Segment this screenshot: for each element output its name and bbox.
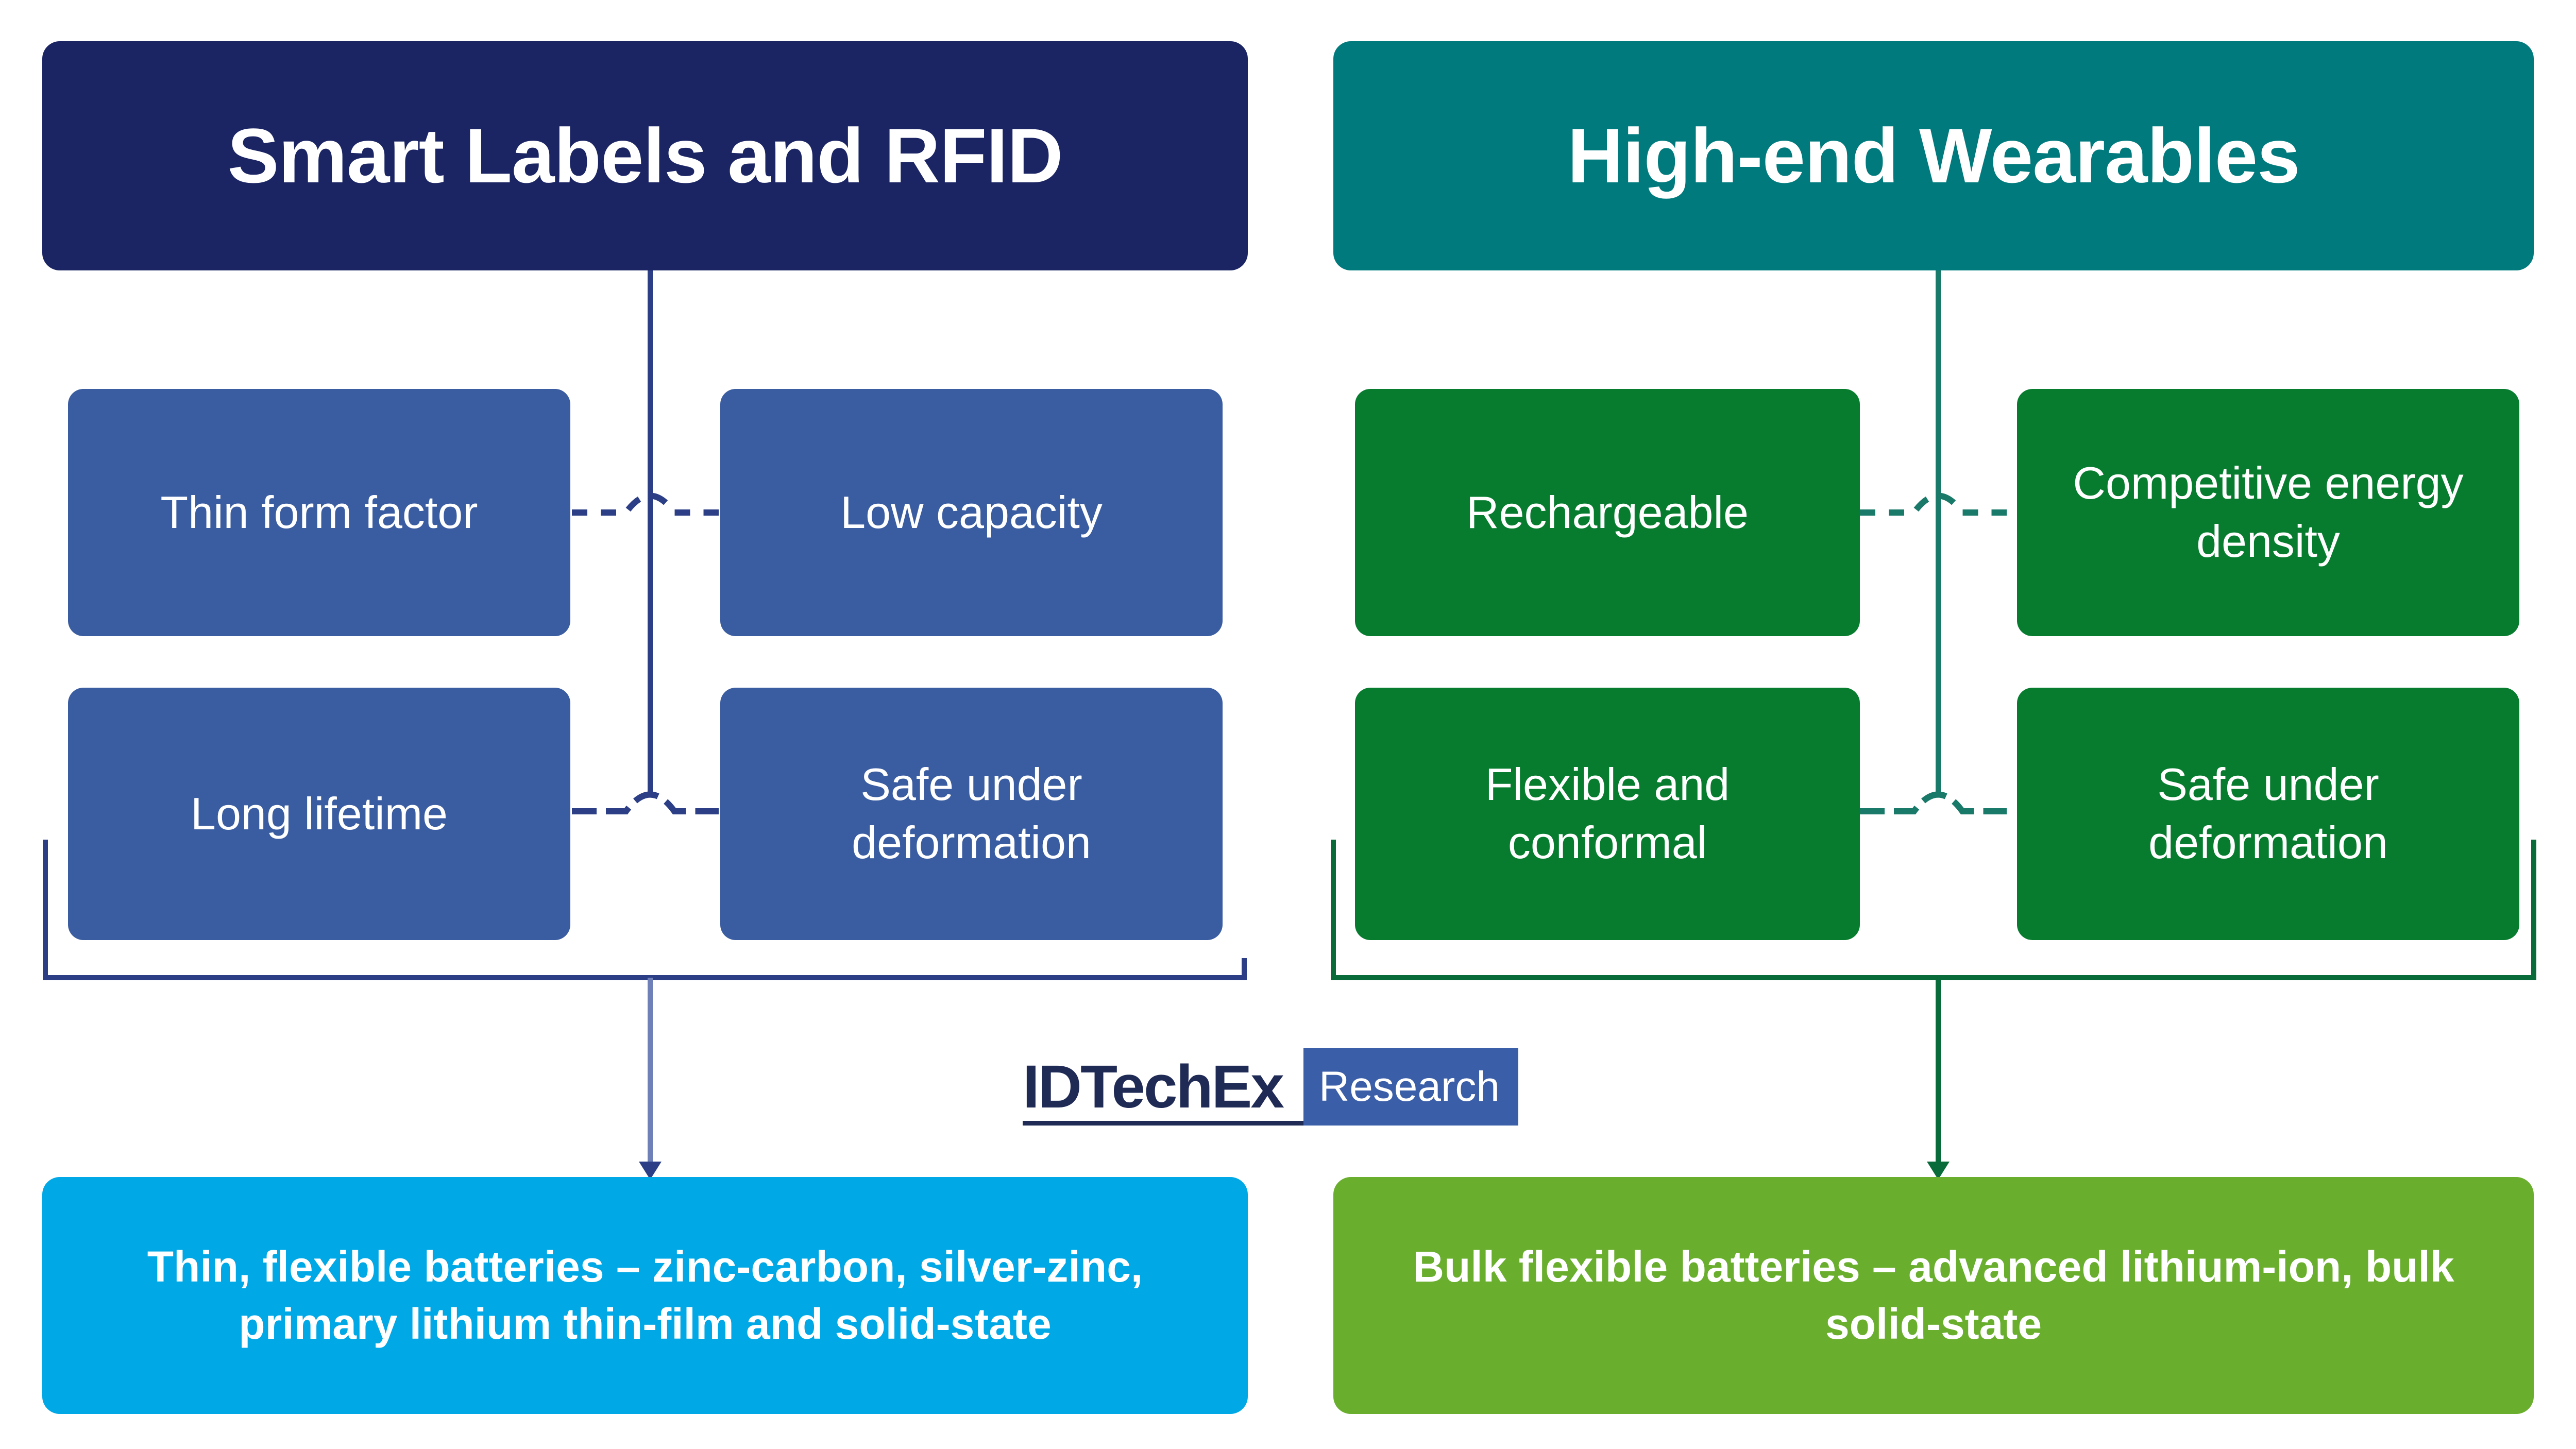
right-bracket <box>1331 840 2536 980</box>
left-header-title: Smart Labels and RFID <box>227 112 1063 199</box>
left-dashed-connector-top <box>572 492 719 516</box>
right-header: High-end Wearables <box>1333 41 2534 270</box>
right-outcome-text: Bulk flexible batteries – advanced lithi… <box>1413 1242 2454 1348</box>
left-feature-card-2: Low capacity <box>720 389 1223 636</box>
left-outcome-text: Thin, flexible batteries – zinc-carbon, … <box>147 1242 1143 1348</box>
watermark-badge: Research <box>1303 1048 1518 1126</box>
left-feature-label-3: Long lifetime <box>191 788 448 839</box>
left-feature-card-4: Safe under deformation <box>720 688 1223 940</box>
left-bracket <box>43 840 1247 980</box>
left-feature-card-1: Thin form factor <box>68 389 570 636</box>
watermark-brand: IDTechEx <box>1023 1048 1303 1126</box>
left-outcome-box: Thin, flexible batteries – zinc-carbon, … <box>42 1177 1248 1414</box>
idtechex-watermark: IDTechEx Research <box>1023 1048 1518 1126</box>
right-dashed-connector-bottom <box>1860 791 2007 814</box>
left-feature-label-1: Thin form factor <box>160 486 478 538</box>
right-feature-label-4: Safe under deformation <box>2148 759 2388 868</box>
right-feature-label-1: Rechargeable <box>1466 486 1749 538</box>
right-arrow-head <box>1927 1162 1950 1180</box>
left-header: Smart Labels and RFID <box>42 41 1248 270</box>
left-feature-label-2: Low capacity <box>840 486 1103 538</box>
right-feature-card-1: Rechargeable <box>1355 389 1860 636</box>
right-header-title: High-end Wearables <box>1567 112 2300 199</box>
right-dashed-connector-top <box>1860 492 2007 516</box>
left-feature-card-3: Long lifetime <box>68 688 570 940</box>
left-arrow-head <box>639 1162 662 1180</box>
right-outcome-box: Bulk flexible batteries – advanced lithi… <box>1333 1177 2534 1414</box>
left-dashed-connector-bottom <box>572 791 719 814</box>
right-feature-label-2: Competitive energy density <box>2073 457 2464 567</box>
right-feature-card-4: Safe under deformation <box>2017 688 2519 940</box>
right-feature-card-3: Flexible and conformal <box>1355 688 1860 940</box>
left-feature-label-4: Safe under deformation <box>852 759 1091 868</box>
right-feature-label-3: Flexible and conformal <box>1485 759 1730 868</box>
right-feature-card-2: Competitive energy density <box>2017 389 2519 636</box>
